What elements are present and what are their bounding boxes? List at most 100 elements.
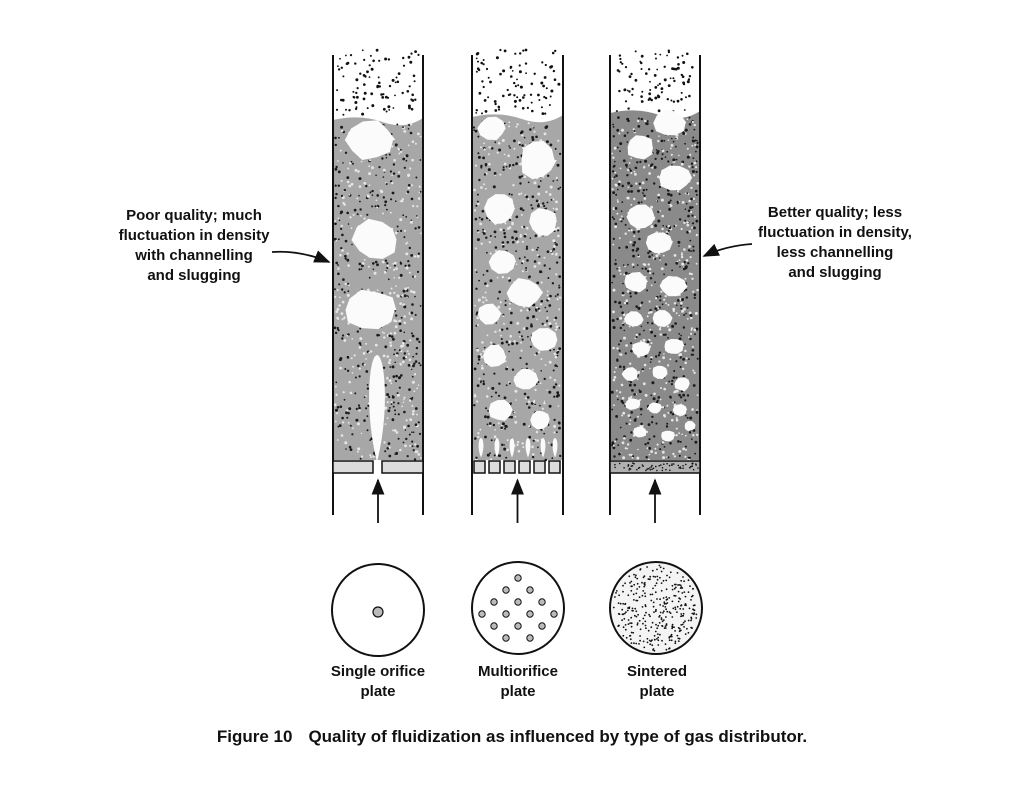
bed-particle [353, 208, 357, 212]
bed-particle [665, 425, 669, 428]
bed-particle [672, 401, 674, 404]
bed-particle [375, 174, 377, 177]
bed-particle [547, 441, 550, 444]
bed-particle [479, 222, 482, 226]
bed-particle [693, 128, 696, 131]
freeboard-particle [409, 60, 413, 64]
bed-particle [695, 160, 698, 162]
bed-particle [511, 223, 514, 226]
bed-particle [618, 343, 620, 346]
bed-particle [369, 454, 372, 457]
bed-particle [393, 331, 397, 335]
bed-particle [475, 271, 478, 273]
bed-particle [508, 350, 510, 353]
disc-pore [693, 609, 696, 612]
bed-particle [536, 204, 540, 208]
disc-pore [681, 587, 684, 589]
bed-particle [368, 172, 372, 176]
bed-particle [337, 425, 340, 428]
bed-particle [684, 434, 687, 437]
bed-particle [658, 135, 660, 137]
freeboard-particle [372, 59, 375, 63]
bed-particle [478, 279, 480, 282]
bed-particle [662, 406, 665, 409]
disc-pore [624, 603, 626, 606]
bed-particle [386, 262, 389, 265]
bed-particle [627, 229, 631, 232]
callout-poor-quality: Poor quality; much fluctuation in densit… [94, 206, 294, 286]
disc-pore [630, 625, 633, 628]
disc-pore [639, 568, 642, 570]
gas-bubble [661, 430, 676, 442]
plate-pore [646, 468, 648, 471]
bed-particle [631, 263, 635, 266]
bed-particle [407, 363, 411, 367]
disc-pore [633, 614, 636, 617]
bed-particle [669, 441, 672, 445]
disc-pore [636, 588, 638, 590]
bed-particle [343, 339, 347, 342]
bed-particle [617, 200, 619, 203]
plate-pore [682, 465, 684, 467]
bed-particle [688, 311, 692, 315]
bed-particle [337, 329, 340, 332]
bed-particle [636, 264, 639, 266]
bed-particle [686, 155, 690, 159]
bed-particle [393, 429, 397, 432]
bed-particle [672, 140, 675, 143]
bed-particle [654, 257, 657, 260]
disc-pore [638, 586, 641, 588]
bed-particle [663, 273, 665, 276]
disc-pore [693, 612, 696, 614]
bed-particle [339, 253, 342, 257]
bed-particle [398, 171, 401, 174]
bed-particle [342, 391, 345, 394]
bed-particle [502, 168, 505, 171]
bed-particle [357, 404, 361, 407]
bed-particle [611, 408, 614, 411]
bed-particle [349, 424, 352, 427]
bed-particle [628, 162, 631, 164]
disc-pore [671, 627, 673, 630]
bed-particle [515, 125, 518, 128]
gas-bubble [684, 421, 696, 432]
plate-pore [689, 466, 691, 469]
bed-particle [638, 333, 641, 336]
disc-pore [695, 617, 698, 619]
bed-particle [639, 424, 642, 428]
bed-particle [542, 428, 545, 431]
bed-particle [616, 358, 619, 361]
freeboard-particle [489, 80, 492, 84]
freeboard-particle [672, 100, 676, 103]
bed-particle [510, 415, 513, 419]
bed-particle [549, 349, 552, 352]
disc-pore [638, 643, 640, 645]
bed-particle [688, 123, 692, 126]
bed-particle [334, 184, 337, 187]
disc-pore [653, 634, 656, 637]
bed-particle [670, 383, 674, 386]
disc-pore [666, 574, 668, 577]
disc-pore [632, 631, 635, 634]
bed-particle [680, 390, 684, 393]
bed-particle [666, 456, 668, 458]
bed-particle [365, 358, 368, 360]
bed-particle [386, 264, 389, 267]
bed-particle [360, 160, 363, 163]
bed-particle [618, 349, 621, 352]
bed-particle [402, 157, 406, 161]
bed-particle [350, 227, 353, 230]
bed-particle [620, 210, 623, 212]
bed-particle [685, 414, 687, 417]
bed-particle [659, 333, 662, 336]
bed-particle [546, 250, 550, 253]
bed-particle [696, 394, 699, 396]
freeboard-particle [525, 72, 527, 75]
disc-pore [692, 608, 694, 611]
bed-particle [515, 263, 518, 266]
bed-particle [680, 162, 684, 166]
freeboard-particle [645, 72, 648, 75]
bed-particle [404, 287, 408, 291]
bed-particle [335, 393, 338, 396]
disc-pore [654, 610, 657, 613]
